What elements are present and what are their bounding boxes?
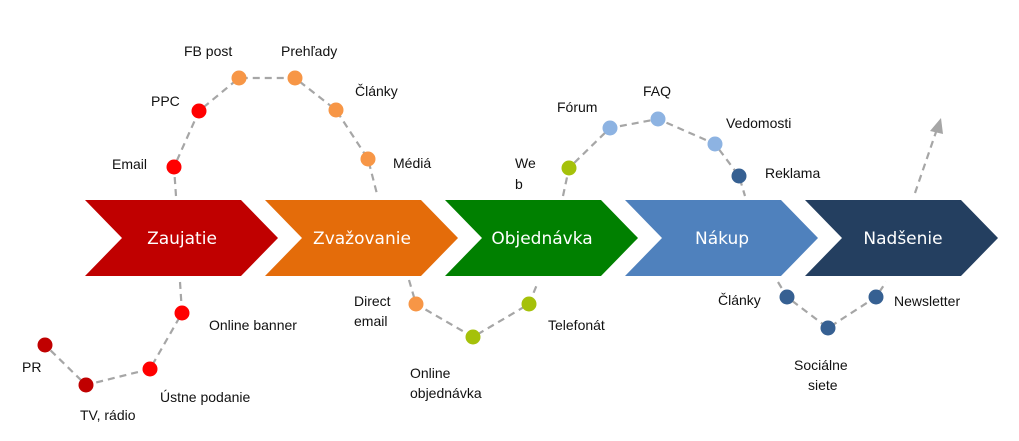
label-faq: FAQ	[643, 83, 671, 99]
label-online-objednavka-line2: objednávka	[410, 385, 482, 401]
label-vedomosti: Vedomosti	[726, 115, 791, 131]
dot-ppc	[191, 103, 207, 119]
label-ppc: PPC	[151, 93, 180, 109]
dot-socialne-siete	[820, 320, 836, 336]
stage-zaujatie: Zaujatie	[85, 200, 278, 276]
stage-label: Zvažovanie	[313, 229, 411, 249]
stage-nakup: Nákup	[625, 200, 818, 276]
dot-tv-radio	[78, 377, 94, 393]
label-email: Email	[112, 156, 147, 172]
label-pr: PR	[22, 359, 41, 375]
stage-label: Zaujatie	[147, 229, 217, 249]
dot-reklama	[731, 168, 747, 184]
dot-email	[166, 159, 182, 175]
dot-web	[561, 160, 577, 176]
label-socialne-siete-line2: siete	[808, 377, 838, 393]
stage-label: Nákup	[695, 229, 749, 249]
label-forum: Fórum	[557, 99, 597, 115]
stage-nadsenie: Nadšenie	[805, 200, 998, 276]
connector-objednavka-top	[561, 117, 747, 197]
dot-direct-email	[408, 296, 424, 312]
connector-nakup-bottom	[777, 281, 887, 330]
stage-zvazovanie: Zvažovanie	[265, 200, 458, 276]
label-direct-email: Direct	[354, 293, 391, 309]
stage-objednavka: Objednávka	[445, 200, 638, 276]
dot-fb-post	[231, 70, 247, 86]
stage-label: Objednávka	[491, 229, 592, 249]
label-reklama: Reklama	[765, 165, 820, 181]
label-prehlady: Prehľady	[281, 43, 337, 59]
label-media: Médiá	[393, 155, 431, 171]
label-fb-post: FB post	[184, 43, 232, 59]
label-tv-radio: TV, rádio	[80, 407, 136, 423]
arrow-head-icon	[930, 118, 943, 134]
label-online-objednavka: Online	[410, 365, 451, 381]
connector-zaujatie-top	[172, 76, 379, 197]
dot-newsletter	[868, 289, 884, 305]
dot-prehlady	[287, 70, 303, 86]
label-web-line2: b	[515, 176, 523, 192]
touchpoint-dots	[37, 70, 884, 393]
connector-zvazovanie-bottom	[407, 279, 540, 339]
dot-forum	[602, 120, 618, 136]
label-socialne-siete: Sociálne	[794, 357, 848, 373]
dot-clanky-top	[328, 102, 344, 118]
dot-clanky-bottom	[779, 289, 795, 305]
label-clanky-top: Články	[355, 83, 398, 99]
label-ustne-podanie: Ústne podanie	[160, 389, 251, 405]
connector-exit-arrow	[913, 131, 938, 194]
label-online-banner: Online banner	[209, 317, 297, 333]
label-web: We	[515, 155, 536, 171]
label-newsletter: Newsletter	[894, 293, 960, 309]
dot-telefonat	[521, 296, 537, 312]
label-direct-email-line2: email	[354, 313, 387, 329]
dot-pr	[37, 337, 53, 353]
dot-online-objednavka	[465, 329, 481, 345]
dot-online-banner	[174, 305, 190, 321]
dot-vedomosti	[707, 136, 723, 152]
touchpoint-labels: Email PPC FB post Prehľady Články Médiá …	[22, 43, 960, 423]
dot-ustne-podanie	[142, 361, 158, 377]
label-clanky-bottom: Články	[718, 292, 761, 308]
label-telefonat: Telefonát	[548, 317, 605, 333]
connector-zaujatie-bottom	[44, 281, 184, 387]
dot-faq	[650, 111, 666, 127]
stage-label: Nadšenie	[863, 229, 942, 249]
dot-media	[360, 151, 376, 167]
